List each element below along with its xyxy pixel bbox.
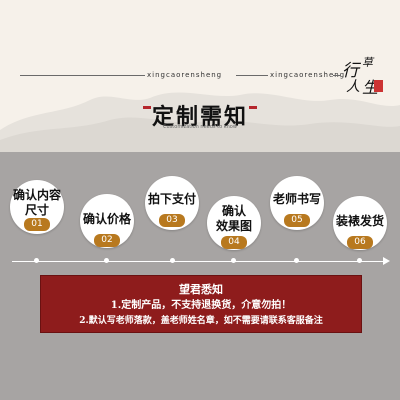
step-label-line1: 确认价格 <box>82 212 131 226</box>
title-bar-left <box>143 106 151 109</box>
step-label-line1: 确认内容 <box>12 188 61 202</box>
notice-line-1: 1.定制产品，不支持退换货，介意勿拍！ <box>110 300 292 311</box>
step-1: 确认内容 尺寸 01 <box>10 180 64 234</box>
step-number: 05 <box>284 214 310 227</box>
notice-heading: 望君悉知 <box>179 283 223 296</box>
timeline-arrow-icon <box>383 257 390 265</box>
page-subtitle: Customization needs to know <box>163 124 237 130</box>
step-number: 02 <box>94 234 120 247</box>
header: xingcaorensheng xingcaorensheng 行 草 人 生 … <box>0 0 400 152</box>
timeline-dot <box>34 258 39 263</box>
timeline-dot <box>357 258 362 263</box>
step-label-line1: 确认 <box>221 204 246 218</box>
logo-char-3: 人 <box>346 79 360 95</box>
step-number: 06 <box>347 236 373 249</box>
step-3: 拍下支付 03 <box>145 176 199 230</box>
step-4: 确认 效果图 04 <box>207 196 261 250</box>
step-label-line1: 拍下支付 <box>147 192 196 206</box>
calligraphy-logo: 行 草 人 生 <box>340 52 386 102</box>
step-number: 03 <box>159 214 185 227</box>
mountain-landscape <box>0 92 400 152</box>
page-title: 定制需知 <box>151 105 248 130</box>
brand-text-right: xingcaorensheng <box>270 71 346 79</box>
notice-box: 望君悉知 1.定制产品，不支持退换货，介意勿拍！ 2.默认写老师落款，盖老师姓名… <box>40 275 362 333</box>
notice-line-2: 2.默认写老师落款，盖老师姓名章，如不需要请联系客服备注 <box>79 316 323 326</box>
timeline-dot <box>104 258 109 263</box>
timeline-dot <box>294 258 299 263</box>
step-6: 装裱发货 06 <box>333 196 387 250</box>
step-number: 04 <box>221 236 247 249</box>
logo-char-1: 行 <box>342 61 359 81</box>
brand-line-left <box>20 75 145 76</box>
red-seal <box>374 80 383 92</box>
step-label-line1: 老师书写 <box>272 192 321 206</box>
step-label-line1: 装裱发货 <box>335 214 384 228</box>
timeline-line <box>12 261 388 262</box>
step-label-line2: 效果图 <box>215 219 252 233</box>
step-5: 老师书写 05 <box>270 176 324 230</box>
step-label-line2: 尺寸 <box>24 203 49 217</box>
brand-text-left: xingcaorensheng <box>147 71 223 79</box>
timeline-dot <box>231 258 236 263</box>
timeline-dot <box>170 258 175 263</box>
step-2: 确认价格 02 <box>80 194 134 248</box>
title-bar-right <box>249 106 257 109</box>
brand-line-right-2 <box>333 75 341 76</box>
step-number: 01 <box>24 218 50 231</box>
brand-line-right <box>236 75 268 76</box>
logo-char-2: 草 <box>362 56 373 69</box>
